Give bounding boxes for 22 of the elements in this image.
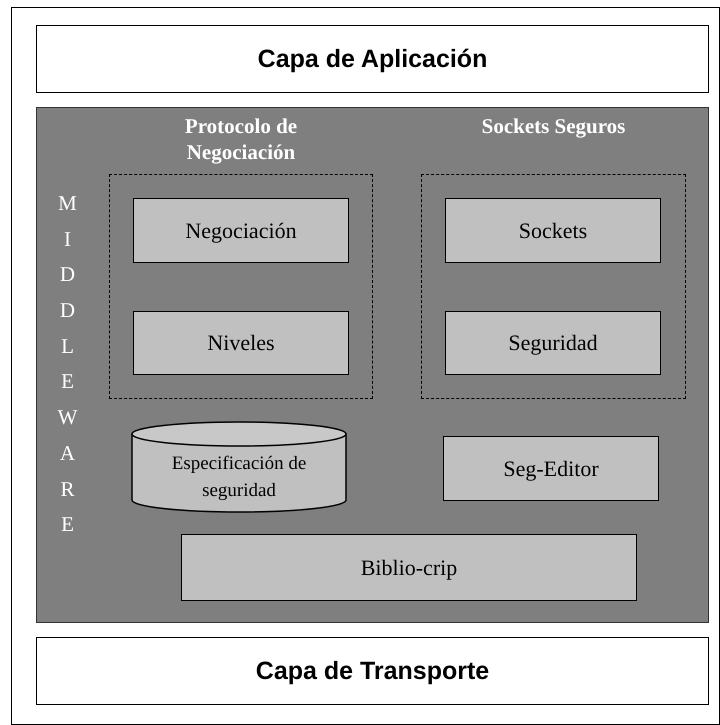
module-box — [181, 534, 637, 601]
database-cylinder — [131, 421, 347, 513]
layer-box — [36, 25, 709, 93]
group-heading: Protocolo de Negociación — [184, 113, 298, 165]
module-label: Seguridad — [508, 330, 598, 356]
module-label: Negociación — [185, 218, 297, 244]
layer-title: Capa de Transporte — [256, 656, 490, 686]
layer-title: Capa de Aplicación — [258, 44, 488, 74]
module-label: Especificación de seguridad — [170, 452, 308, 503]
module-box — [443, 436, 659, 501]
module-label: Biblio-crip — [360, 554, 458, 580]
module-box — [133, 198, 349, 263]
vertical-label: MIDDLEWARE — [57, 190, 78, 538]
group-heading: Sockets Seguros — [480, 113, 626, 139]
module-box — [445, 311, 661, 375]
module-label: Niveles — [207, 330, 275, 356]
layer-box — [36, 637, 709, 705]
module-box — [445, 198, 661, 263]
module-label: Sockets — [518, 218, 588, 244]
module-label: Seg-Editor — [503, 456, 599, 482]
middleware-panel — [36, 107, 709, 623]
module-box — [133, 311, 349, 375]
